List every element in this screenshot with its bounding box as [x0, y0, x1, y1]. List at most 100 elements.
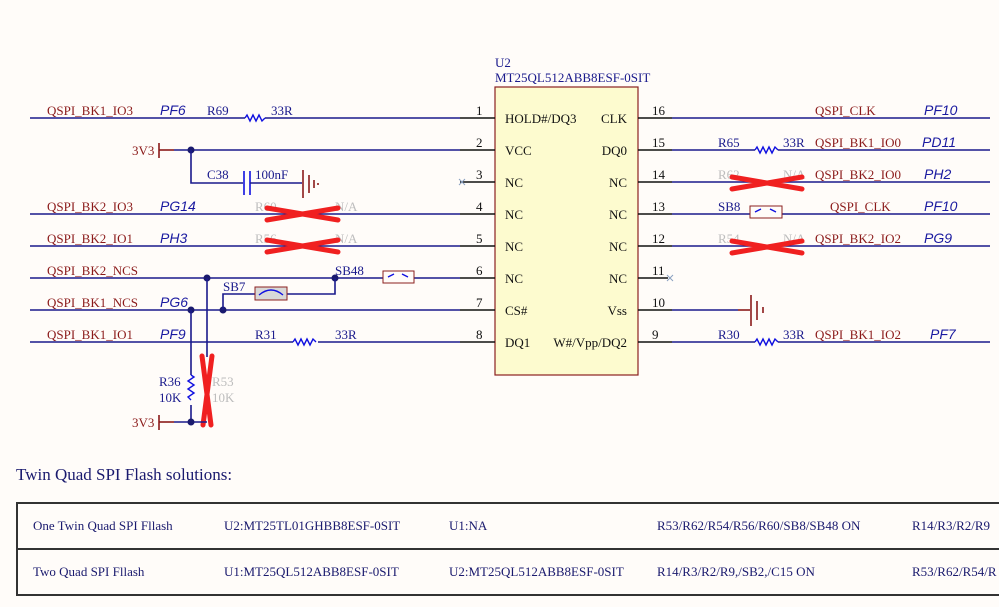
svg-text:QSPI_BK2_IO1: QSPI_BK2_IO1 [47, 231, 133, 246]
svg-text:CLK: CLK [601, 111, 628, 126]
resistor-icon [754, 145, 779, 155]
svg-text:10: 10 [652, 295, 665, 310]
svg-text:R36: R36 [159, 374, 181, 389]
svg-text:NC: NC [505, 207, 523, 222]
net-row-10 [672, 295, 764, 326]
svg-text:PG9: PG9 [924, 230, 952, 246]
svg-text:12: 12 [652, 231, 665, 246]
svg-text:9: 9 [652, 327, 659, 342]
svg-text:SB7: SB7 [223, 279, 246, 294]
svg-text:5: 5 [476, 231, 483, 246]
svg-text:PF10: PF10 [924, 102, 958, 118]
svg-text:N/A: N/A [335, 231, 358, 246]
svg-text:C38: C38 [207, 167, 229, 182]
svg-text:R69: R69 [207, 103, 229, 118]
svg-text:NC: NC [505, 175, 523, 190]
svg-text:13: 13 [652, 199, 665, 214]
svg-text:PF10: PF10 [924, 198, 958, 214]
svg-text:PH2: PH2 [924, 166, 951, 182]
svg-text:SB8: SB8 [718, 199, 740, 214]
svg-text:2: 2 [476, 135, 483, 150]
ground-icon [302, 170, 319, 198]
svg-text:QSPI_BK2_NCS: QSPI_BK2_NCS [47, 263, 138, 278]
svg-text:R53: R53 [212, 374, 234, 389]
svg-text:QSPI_BK1_IO3: QSPI_BK1_IO3 [47, 103, 133, 118]
pullups: R36 10K R53 10K 3V3 [132, 278, 235, 430]
svg-text:PH3: PH3 [160, 230, 187, 246]
svg-text:PF6: PF6 [160, 102, 186, 118]
svg-text:N/A: N/A [335, 199, 358, 214]
svg-text:QSPI_CLK: QSPI_CLK [830, 199, 891, 214]
svg-text:33R: 33R [783, 135, 805, 150]
table-row: One Twin Quad SPI Fllash U2:MT25TL01GHBB… [17, 502, 999, 550]
svg-text:6: 6 [476, 263, 483, 278]
svg-text:11: 11 [652, 263, 665, 278]
svg-text:SB48: SB48 [335, 263, 364, 278]
svg-text:100nF: 100nF [255, 167, 288, 182]
net-row-15: R65 33R QSPI_BK1_IO0 PD11 [672, 134, 990, 155]
chip-ref: U2 [495, 55, 511, 70]
no-connect-icon [666, 274, 674, 282]
svg-text:33R: 33R [783, 327, 805, 342]
svg-text:QSPI_CLK: QSPI_CLK [815, 103, 876, 118]
resistor-icon [186, 374, 196, 401]
svg-text:NC: NC [505, 271, 523, 286]
svg-text:R31: R31 [255, 327, 277, 342]
svg-text:33R: 33R [335, 327, 357, 342]
svg-text:VCC: VCC [505, 143, 532, 158]
right-pins: 16 15 14 13 12 11 10 9 CLK DQ0 NC NC NC … [553, 103, 672, 350]
svg-text:4: 4 [476, 199, 483, 214]
svg-text:3: 3 [476, 167, 483, 182]
schematic: U2 MT25QL512ABB8ESF-0SIT 1 2 3 4 5 6 7 8… [30, 55, 990, 430]
net-row-12: R54 N/A QSPI_BK2_IO2 PG9 [672, 230, 990, 256]
svg-text:1: 1 [476, 103, 483, 118]
chip-body [494, 86, 639, 376]
svg-text:14: 14 [652, 167, 666, 182]
net-row-9: R30 33R QSPI_BK1_IO2 PF7 [672, 326, 990, 347]
solutions-title: Twin Quad SPI Flash solutions: [16, 465, 233, 484]
ground-icon [750, 295, 764, 326]
solder-bridge-icon [749, 205, 783, 219]
svg-text:PF9: PF9 [160, 326, 186, 342]
net-row-13: SB8 QSPI_CLK PF10 [672, 198, 990, 219]
net-row-4: QSPI_BK2_IO3 PG14 R60 N/A [30, 198, 460, 223]
svg-text:7: 7 [476, 295, 483, 310]
svg-text:DQ1: DQ1 [505, 335, 530, 350]
resistor-icon [754, 337, 779, 347]
resistor-icon [292, 337, 317, 347]
dnp-cross-icon [264, 237, 341, 255]
net-row-2: 3V3 C38 100nF [132, 143, 460, 198]
svg-text:NC: NC [609, 175, 627, 190]
left-pins: 1 2 3 4 5 6 7 8 HOLD#/DQ3 VCC NC NC NC N… [460, 103, 577, 350]
svg-text:16: 16 [652, 103, 666, 118]
svg-text:QSPI_BK2_IO3: QSPI_BK2_IO3 [47, 199, 133, 214]
svg-text:QSPI_BK1_IO0: QSPI_BK1_IO0 [815, 135, 901, 150]
svg-text:NC: NC [609, 207, 627, 222]
svg-text:15: 15 [652, 135, 665, 150]
svg-text:R65: R65 [718, 135, 740, 150]
no-connect-icon [458, 178, 466, 186]
svg-text:CS#: CS# [505, 303, 528, 318]
solder-bridge-icon [382, 270, 415, 284]
svg-text:NC: NC [609, 271, 627, 286]
svg-text:HOLD#/DQ3: HOLD#/DQ3 [505, 111, 577, 126]
chip-part: MT25QL512ABB8ESF-0SIT [495, 70, 650, 85]
svg-text:PG6: PG6 [160, 294, 188, 310]
svg-text:QSPI_BK2_IO0: QSPI_BK2_IO0 [815, 167, 901, 182]
solder-bridge-icon [254, 286, 288, 301]
svg-text:PG14: PG14 [160, 198, 196, 214]
svg-text:3V3: 3V3 [132, 143, 154, 158]
svg-text:R30: R30 [718, 327, 740, 342]
svg-text:QSPI_BK1_IO2: QSPI_BK1_IO2 [815, 327, 901, 342]
svg-text:33R: 33R [271, 103, 293, 118]
net-row-7: QSPI_BK1_NCS PG6 SB7 [30, 278, 460, 314]
net-row-14: R62 N/A QSPI_BK2_IO0 PH2 [672, 166, 990, 192]
net-row-1: QSPI_BK1_IO3 PF6 R69 33R [30, 102, 460, 123]
dnp-cross-icon [729, 174, 805, 192]
dnp-cross-icon [264, 205, 341, 223]
svg-text:W#/Vpp/DQ2: W#/Vpp/DQ2 [553, 335, 627, 350]
svg-text:3V3: 3V3 [132, 415, 154, 430]
svg-text:Vss: Vss [607, 303, 627, 318]
svg-text:QSPI_BK1_IO1: QSPI_BK1_IO1 [47, 327, 133, 342]
svg-text:10K: 10K [159, 390, 182, 405]
